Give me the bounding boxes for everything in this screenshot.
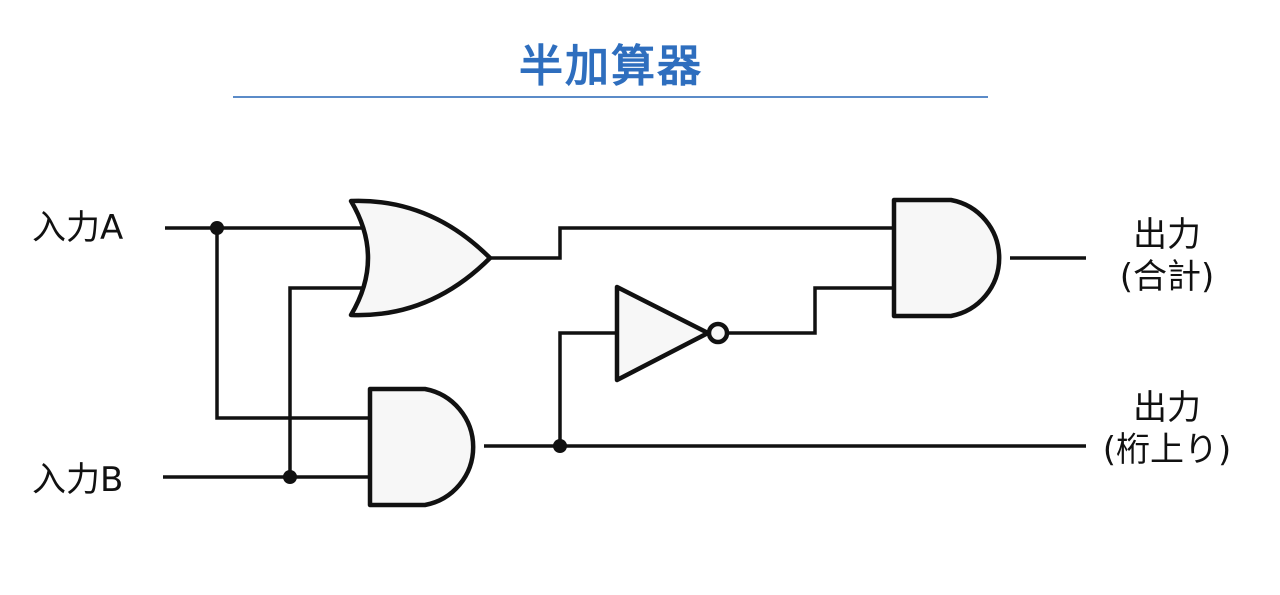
wire-carry-to-not [558,331,615,446]
wire-not-output [728,286,892,335]
not-gate [614,284,711,383]
output-carry-line1: 出力 [1133,388,1201,428]
not-gate-bubble [706,321,730,345]
input-a-label: 入力A [32,208,124,248]
title-underline [233,96,988,98]
output-sum-label: 出力 (合計) [1077,214,1257,298]
and-gate-sum [891,197,1002,319]
junction-carry [553,439,567,453]
wire-b-branch [288,286,368,477]
junction-a [210,221,224,235]
output-carry-line2: (桁上り) [1102,430,1232,470]
and-gate-carry [367,386,476,508]
junction-b [283,470,297,484]
output-sum-line1: 出力 [1133,215,1201,255]
or-gate [348,198,493,318]
wire-or-output [490,226,892,260]
input-b-label: 入力B [32,460,124,500]
wire-a-branch [215,228,372,420]
output-sum-line2: (合計) [1119,257,1215,297]
diagram-title: 半加算器 [519,41,703,92]
output-carry-label: 出力 (桁上り) [1077,387,1257,471]
